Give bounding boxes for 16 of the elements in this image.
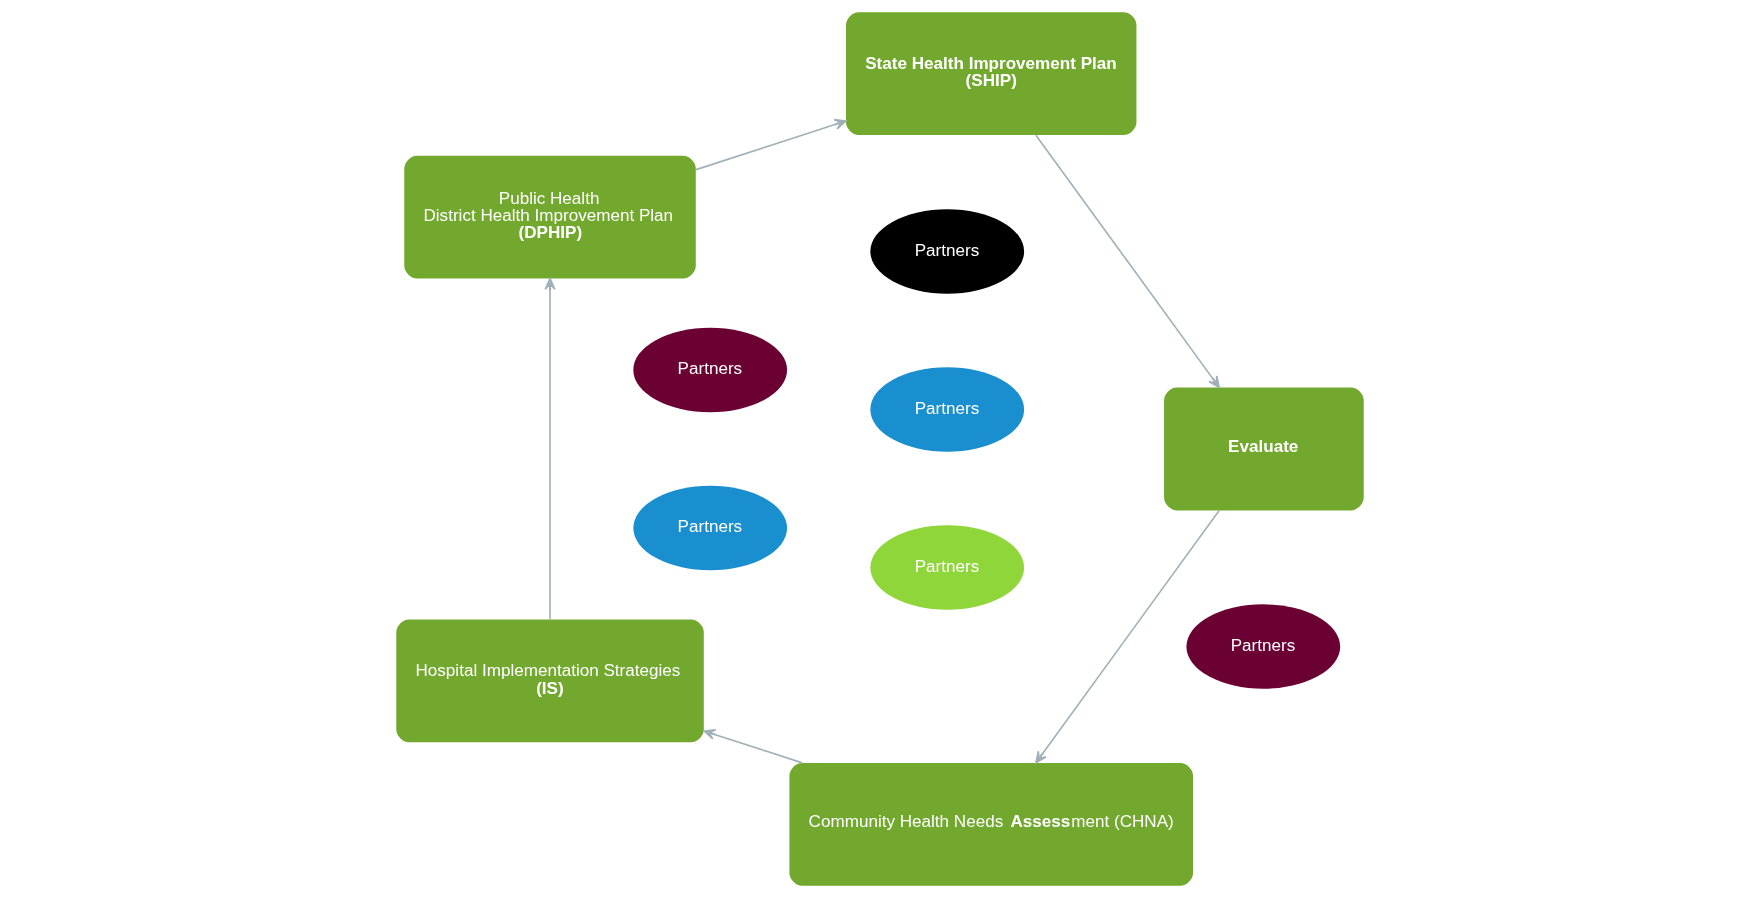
node-box: State Health Improvement Plan (SHIP) <box>846 12 1137 136</box>
arrow <box>544 277 556 621</box>
node-box: Hospital Implementation Strategies (IS) <box>396 619 704 743</box>
node-ellipse: Partners <box>1186 604 1341 689</box>
node-ellipse: Partners <box>870 525 1025 610</box>
node-box: Public Health District Health Improvement Plan (DPHIP) <box>404 155 696 279</box>
node-ellipse: Partners <box>633 327 788 413</box>
node-ellipse: Partners <box>633 485 788 571</box>
arrow <box>695 118 847 171</box>
arrow <box>703 728 803 764</box>
node-box: Evaluate <box>1164 387 1364 511</box>
arrow <box>1035 509 1220 764</box>
node-box: Community Health Needs Assessment (CHNA) <box>789 762 1194 886</box>
node-ellipse: Partners <box>870 209 1025 294</box>
arrow <box>1035 134 1220 389</box>
node-ellipse: Partners <box>870 367 1025 452</box>
